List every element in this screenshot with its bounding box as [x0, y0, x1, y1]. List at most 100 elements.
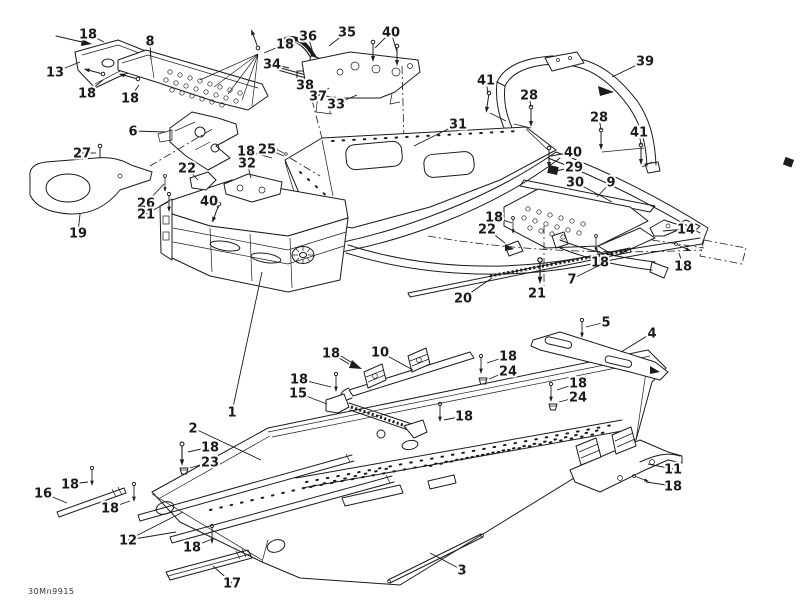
- callout-label-15: 15: [289, 387, 307, 402]
- callout-leader-30: [574, 181, 613, 203]
- callout-label-16: 16: [34, 487, 52, 502]
- part-11-suspension-bracket: [569, 426, 683, 493]
- callout-leader-28: [598, 116, 602, 131]
- screw-26: [162, 174, 168, 193]
- callout-leader-4: [620, 332, 653, 353]
- callout-label-14: 14: [677, 223, 695, 238]
- part-3-rod: [387, 533, 484, 584]
- part-8-footrest-plate: [117, 49, 269, 111]
- callout-label-22: 22: [478, 223, 496, 238]
- callout-label-29: 29: [565, 161, 583, 176]
- callout-leader-29: [555, 166, 575, 172]
- part-8-holes: [163, 69, 243, 108]
- callout-leader-6: [132, 130, 167, 133]
- callout-label-39: 39: [636, 55, 654, 70]
- callout-leader-18: [645, 481, 674, 487]
- callout-label-4: 4: [647, 327, 656, 342]
- callout-leader-41: [638, 131, 642, 146]
- screw-18: [333, 371, 339, 393]
- callout-label-25: 25: [258, 143, 276, 158]
- callout-label-18: 18: [290, 373, 308, 388]
- callout-label-5: 5: [601, 316, 610, 331]
- part-9-footrest-plate: [503, 188, 656, 257]
- callout-leader-11: [647, 463, 674, 470]
- part-29-clip: [547, 165, 559, 175]
- callout-leader-24: [488, 370, 509, 380]
- callout-label-19: 19: [69, 227, 87, 242]
- screw-28: [528, 104, 534, 128]
- callout-leader-35: [328, 31, 348, 47]
- callout-label-18: 18: [485, 211, 503, 226]
- callout-label-6: 6: [128, 125, 137, 140]
- part-22-bracket-right: [504, 240, 524, 257]
- callout-label-24: 24: [569, 391, 587, 406]
- callout-leader-40: [208, 200, 220, 209]
- nut-24: [478, 377, 488, 385]
- callout-leader-21: [536, 285, 541, 294]
- part-1-2-tunnel: [151, 349, 667, 586]
- callout-leader-18: [69, 481, 89, 485]
- callout-leader-41: [485, 79, 489, 94]
- part-15-anchor-strip: [325, 393, 428, 439]
- callout-leader-22: [186, 167, 199, 181]
- callout-leader-24: [558, 396, 579, 403]
- callout-leader-3: [429, 552, 463, 571]
- callout-label-3: 3: [457, 564, 466, 579]
- callout-label-18: 18: [101, 502, 119, 517]
- callout-label-37: 37: [309, 90, 327, 105]
- callout-label-18: 18: [569, 377, 587, 392]
- callout-leader-18: [330, 352, 350, 365]
- callout-leader-31: [413, 123, 459, 147]
- callout-leader-18: [678, 252, 684, 267]
- callout-leader-22: [486, 228, 506, 244]
- callout-label-10: 10: [371, 346, 389, 361]
- part-33-console-bracket: [301, 51, 421, 115]
- callout-leader-39: [611, 60, 646, 78]
- screw-5: [579, 317, 585, 339]
- callout-label-8: 8: [145, 35, 154, 50]
- callout-leader-13: [54, 61, 81, 73]
- screw-41: [638, 142, 644, 166]
- small-hardware: [782, 156, 795, 168]
- part-22-bracket-left: [189, 171, 217, 191]
- callout-label-18: 18: [183, 541, 201, 556]
- callout-label-36: 36: [299, 30, 317, 45]
- callout-leader-18: [443, 415, 465, 421]
- callout-label-18: 18: [455, 410, 473, 425]
- screw-28: [598, 127, 604, 151]
- callout-label-18: 18: [121, 92, 139, 107]
- callout-label-18: 18: [79, 28, 97, 43]
- screw-18: [82, 66, 106, 77]
- part-4-rear-support: [530, 331, 669, 381]
- callout-leader-15: [297, 392, 328, 405]
- callout-label-18: 18: [674, 260, 692, 275]
- callout-label-40: 40: [564, 146, 582, 161]
- callout-leader-40: [390, 31, 398, 53]
- callout-label-18: 18: [78, 87, 96, 102]
- callout-label-17: 17: [223, 577, 241, 592]
- callout-label-28: 28: [520, 89, 538, 104]
- callout-leader-28: [528, 94, 532, 108]
- callout-leader-32: [246, 162, 252, 179]
- callout-label-41: 41: [630, 126, 648, 141]
- callout-label-35: 35: [338, 26, 356, 41]
- callout-leader-20: [462, 277, 493, 299]
- callout-leader-10: [379, 351, 414, 371]
- callout-leader-18: [191, 539, 211, 548]
- screw-18: [179, 441, 185, 467]
- part-7-support-arm: [551, 231, 669, 279]
- callout-label-11: 11: [664, 463, 682, 478]
- callout-leader-18: [245, 150, 273, 159]
- callout-leader-18: [486, 355, 509, 364]
- callout-label-13: 13: [46, 66, 64, 81]
- callout-leader-18: [187, 446, 211, 453]
- callout-label-20: 20: [454, 292, 472, 307]
- callout-label-21: 21: [137, 208, 155, 223]
- callout-label-24: 24: [499, 365, 517, 380]
- callout-leader-12: [127, 531, 177, 541]
- screw-18-fan: [248, 28, 261, 51]
- part-10-bracket-assembly: [339, 347, 475, 403]
- part-32-bracket: [223, 173, 283, 203]
- part-6-steering-bracket: [157, 111, 239, 171]
